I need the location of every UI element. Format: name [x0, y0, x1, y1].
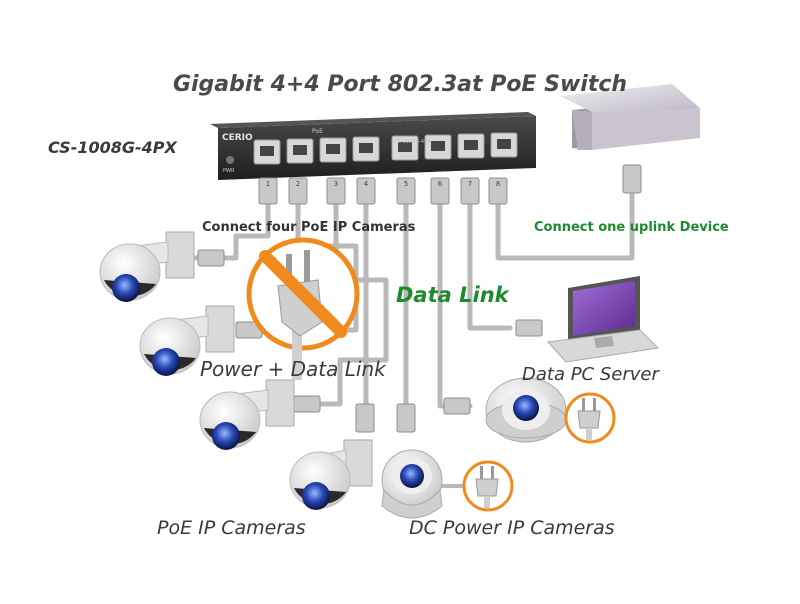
connect-uplink-label: Connect one uplink Device — [534, 220, 729, 235]
poe-ip-cameras-label: PoE IP Cameras — [157, 517, 306, 539]
power-led — [226, 156, 234, 164]
no-power-plug-icon — [246, 237, 360, 380]
dc-power-ip-cameras-label: DC Power IP Cameras — [409, 517, 615, 539]
port-number: 7 — [468, 180, 472, 188]
ptz-camera-3 — [199, 379, 295, 450]
ptz-camera-2 — [139, 305, 235, 376]
rj45-connectors — [258, 177, 508, 205]
switch-pwr-label: PWR — [223, 168, 235, 174]
uplink-device-icon — [560, 84, 700, 150]
pc-server-cable — [467, 202, 513, 331]
port-number: 6 — [438, 180, 443, 188]
ptz-camera-1 — [99, 231, 195, 302]
port-number: 2 — [296, 180, 300, 188]
power-data-link-label: Power + Data Link — [200, 357, 386, 381]
uplink-cable — [495, 192, 635, 261]
camera-lens — [112, 274, 140, 302]
dome-camera-left — [381, 449, 443, 519]
port-number: 1 — [266, 180, 270, 188]
brand-logo: CERIO — [222, 133, 253, 143]
poe-switch — [210, 112, 536, 180]
rj45-connector-icon — [258, 177, 278, 205]
camera-lens — [212, 422, 240, 450]
model-label: CS-1008G-4PX — [48, 138, 177, 157]
port-number: 3 — [334, 180, 338, 188]
data-pc-server-label: Data PC Server — [522, 364, 659, 385]
rj45-connector-icon — [326, 177, 346, 205]
dome-camera-right — [485, 377, 567, 443]
data-link-label: Data Link — [396, 283, 509, 307]
camera-lens — [302, 482, 330, 510]
port-number: 8 — [496, 180, 500, 188]
camera-lens — [400, 464, 424, 488]
camera-lens — [513, 395, 539, 421]
camera-lens — [152, 348, 180, 376]
port-number: 4 — [364, 180, 369, 188]
rj45-connector-icon — [356, 177, 376, 205]
rj45-connector-icon — [460, 177, 480, 205]
rj45-connector-icon — [488, 177, 508, 205]
connect-poe-label: Connect four PoE IP Cameras — [202, 220, 416, 235]
rj45-connector-icon — [430, 177, 450, 205]
port-number: 5 — [404, 180, 408, 188]
diagram-title: Gigabit 4+4 Port 802.3at PoE Switch — [172, 72, 628, 97]
power-plug-icon — [462, 460, 514, 512]
ptz-camera-4 — [289, 439, 373, 510]
switch-model-small: CS-1008G-4PX — [394, 139, 431, 145]
switch-poe-label: PoE — [312, 128, 323, 135]
rj45-connector-icon — [288, 177, 308, 205]
power-plug-icon — [564, 392, 616, 444]
rj45-connector-icon — [396, 177, 416, 205]
monitor-icon — [546, 276, 660, 363]
